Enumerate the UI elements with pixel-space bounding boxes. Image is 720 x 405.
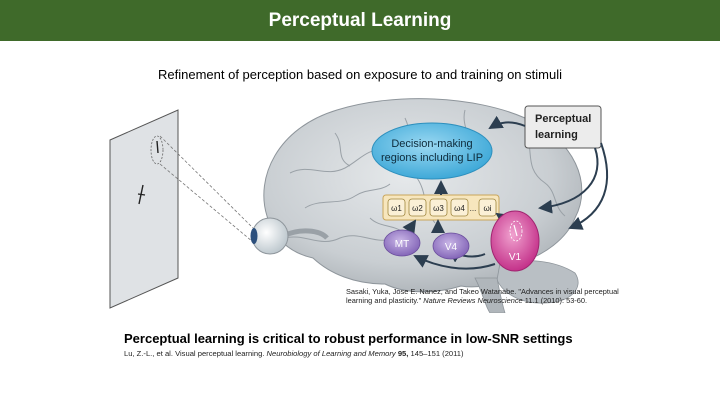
citation-2-volume: 95, — [395, 349, 409, 358]
omega-i-label: ωi — [483, 204, 491, 213]
claim-reference: Lu, Z.-L., et al. Visual perceptual lear… — [124, 349, 464, 358]
omega-4-label: ω4 — [454, 204, 465, 213]
citation-2-journal: Neurobiology of Learning and Memory — [266, 349, 396, 358]
title-bar: Perceptual Learning — [0, 0, 720, 41]
perceptual-learning-figure: Decision-making regions including LIP Pe… — [109, 98, 609, 313]
sight-lines — [159, 135, 254, 243]
slide-subtitle: Refinement of perception based on exposu… — [158, 67, 562, 82]
decision-label-line1: Decision-making — [391, 138, 472, 150]
perceptual-label-line1: Perceptual — [535, 113, 591, 125]
area-mt-label: MT — [395, 239, 409, 250]
omega-1-label: ω1 — [391, 204, 402, 213]
omega-bar: ω1 ω2 ω3 ω4 ... ωi — [382, 194, 500, 221]
citation-2-pages: 145–151 (2011) — [408, 349, 464, 358]
decision-label-line2: regions including LIP — [381, 152, 483, 164]
slide-title: Perceptual Learning — [268, 9, 452, 31]
omega-dots-label: ... — [470, 204, 477, 213]
decision-making-region: Decision-making regions including LIP — [371, 122, 493, 180]
area-mt: MT — [383, 229, 421, 257]
citation-2-authors: Lu, Z.-L., et al. Visual perceptual lear… — [124, 349, 267, 358]
perceptual-learning-box: Perceptual learning — [524, 105, 602, 149]
stimulus-screen — [109, 109, 179, 309]
perceptual-label-line2: learning — [535, 129, 578, 141]
omega-2-label: ω2 — [412, 204, 423, 213]
key-claim: Perceptual learning is critical to robus… — [124, 331, 573, 346]
omega-3-label: ω3 — [433, 204, 444, 213]
area-v1: V1 — [490, 210, 540, 272]
citation-1-details: 11.1 (2010): 53-60. — [522, 296, 588, 305]
citation-1-journal: Nature Reviews Neuroscience — [423, 296, 523, 305]
eye-illustration — [250, 217, 329, 255]
citation-1-authors: Sasaki, Yuka, Jose E. Nanez, and Takeo W… — [346, 287, 619, 305]
area-v4-label: V4 — [445, 242, 458, 253]
figure-citation: Sasaki, Yuka, Jose E. Nanez, and Takeo W… — [346, 287, 646, 305]
area-v1-label: V1 — [509, 252, 522, 263]
area-v4: V4 — [432, 232, 470, 260]
